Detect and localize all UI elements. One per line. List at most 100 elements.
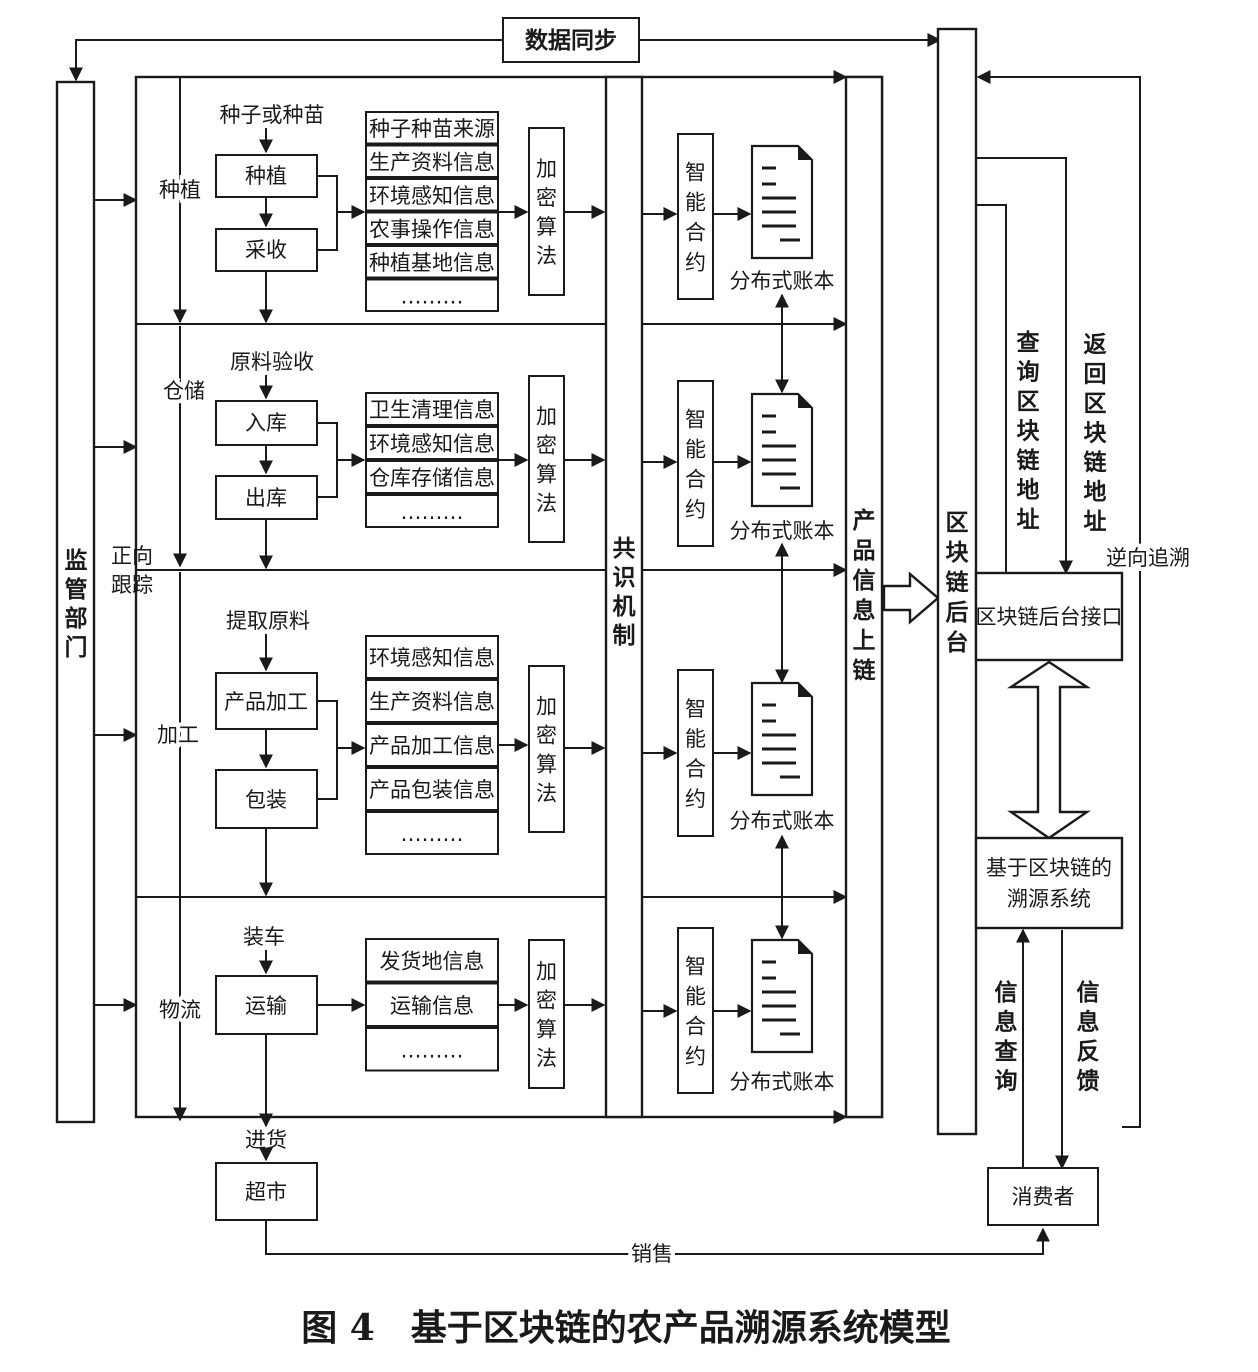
smart-contract-box — [677, 669, 714, 837]
smart-contract-box — [677, 380, 714, 547]
svg-text:种植: 种植 — [245, 164, 287, 188]
info-item: ……… — [401, 500, 464, 524]
info-item: 种植基地信息 — [369, 251, 495, 275]
svg-text:产品加工: 产品加工 — [224, 690, 308, 714]
consensus-label: 共识机制 — [613, 536, 636, 649]
backend-label: 区块链后台 — [946, 510, 969, 656]
sales-line — [265, 1220, 1050, 1255]
info-item: ……… — [401, 284, 464, 308]
query-addr-label: 查询区块链地址 — [1017, 330, 1040, 533]
info-item: 生产资料信息 — [369, 150, 495, 174]
info-item: 环境感知信息 — [369, 646, 495, 670]
load-label: 装车 — [243, 925, 285, 949]
info-item: 产品包装信息 — [369, 778, 495, 802]
logistics-info-list: 发货地信息运输信息……… — [365, 938, 529, 1072]
info-item: 环境感知信息 — [369, 432, 495, 456]
info-feedback-label: 信息反馈 — [1077, 979, 1100, 1095]
info-item: 仓库存储信息 — [369, 466, 495, 490]
smart-contract-box — [677, 133, 714, 300]
ledger-document-icon — [750, 392, 814, 508]
ledger-label: 分布式账本 — [730, 1070, 835, 1094]
reverse-trace-label: 逆向追溯 — [1106, 546, 1190, 570]
return-addr-label: 返回区块链地址 — [1084, 332, 1107, 535]
encryption-label: 加密算法 — [536, 960, 557, 1071]
smart-contract-label: 智能合约 — [685, 697, 706, 811]
info-item: 种子种苗来源 — [369, 117, 495, 141]
stage-planting-label: 种植 — [159, 178, 201, 202]
trace-system-node: 基于区块链的 溯源系统 — [974, 836, 1124, 930]
encryption-column: 加密算法 — [528, 665, 606, 833]
info-item: 环境感知信息 — [369, 184, 495, 208]
raw-check-label: 原料验收 — [230, 350, 314, 374]
process-node: 产品加工 — [215, 672, 318, 730]
ledger-label: 分布式账本 — [730, 519, 835, 543]
forward-trace-label-2: 跟踪 — [111, 573, 153, 597]
ledger-document-icon — [750, 681, 814, 797]
sync-arrow-left — [69, 39, 503, 82]
encryption-label: 加密算法 — [536, 695, 557, 806]
harvest-node: 采收 — [215, 228, 318, 272]
ledger-label: 分布式账本 — [730, 269, 835, 293]
svg-text:运输: 运输 — [245, 994, 287, 1018]
smart-contract-label: 智能合约 — [685, 955, 706, 1069]
info-item: 卫生清理信息 — [369, 398, 495, 422]
backend-api-node: 区块链后台接口 — [974, 571, 1124, 662]
smart-contract-label: 智能合约 — [685, 408, 706, 522]
ledger-document-icon — [750, 938, 814, 1054]
data-sync-label: 数据同步 — [525, 28, 617, 54]
outbound-node: 出库 — [215, 475, 318, 520]
planting-node: 种植 — [215, 154, 318, 198]
svg-text:采收: 采收 — [245, 238, 287, 262]
encryption-column: 加密算法 — [528, 375, 606, 543]
processing-info-list: 环境感知信息生产资料信息产品加工信息产品包装信息……… — [365, 635, 529, 855]
figure-caption: 图 4 基于区块链的农产品溯源系统模型 — [301, 1307, 951, 1349]
consumer-node: 消费者 — [987, 1167, 1099, 1226]
purchase-label: 进货 — [245, 1128, 287, 1152]
info-item: 生产资料信息 — [369, 690, 495, 714]
api-system-link-arrow — [1006, 660, 1092, 840]
stage-storage-label: 仓储 — [163, 379, 205, 403]
encryption-column: 加密算法 — [528, 939, 606, 1089]
smart-contract-label: 智能合约 — [685, 161, 706, 275]
info-lists: 种子种苗来源生产资料信息环境感知信息农事操作信息种植基地信息………卫生清理信息环… — [365, 111, 529, 1072]
stage-logistics-label: 物流 — [159, 998, 201, 1022]
info-item: 运输信息 — [390, 994, 474, 1018]
info-query-label: 信息查询 — [995, 979, 1018, 1095]
svg-text:基于区块链的: 基于区块链的 — [986, 856, 1112, 880]
consensus-bar — [604, 75, 644, 1119]
sales-label: 销售 — [631, 1242, 673, 1266]
encryption-label: 加密算法 — [536, 405, 557, 516]
data-sync-node: 数据同步 — [502, 17, 640, 63]
svg-text:区块链后台接口: 区块链后台接口 — [976, 605, 1123, 629]
on-chain-bar — [844, 75, 884, 1119]
encryption-label: 加密算法 — [536, 157, 557, 268]
svg-text:消费者: 消费者 — [1012, 1185, 1075, 1209]
forward-trace-label-1: 正向 — [111, 544, 153, 568]
svg-text:出库: 出库 — [245, 486, 287, 510]
info-item: 发货地信息 — [380, 949, 485, 973]
supervision-label: 监管部门 — [65, 548, 88, 661]
on-chain-label: 产品信息上链 — [853, 507, 876, 684]
encryption-column: 加密算法 — [528, 127, 606, 296]
ledger-label: 分布式账本 — [730, 809, 835, 833]
inbound-node: 入库 — [215, 400, 318, 446]
info-item: 农事操作信息 — [369, 217, 495, 241]
upload-arrow — [882, 571, 940, 625]
query-address-line — [976, 157, 1073, 575]
info-item: ……… — [401, 822, 464, 846]
stage-processing-label: 加工 — [157, 723, 199, 747]
ledger-document-icon — [750, 144, 814, 260]
svg-text:溯源系统: 溯源系统 — [1007, 887, 1091, 911]
backend-bar — [936, 27, 978, 1136]
transport-node: 运输 — [215, 975, 318, 1035]
supermarket-node: 超市 — [215, 1162, 318, 1221]
svg-text:包装: 包装 — [245, 788, 287, 812]
